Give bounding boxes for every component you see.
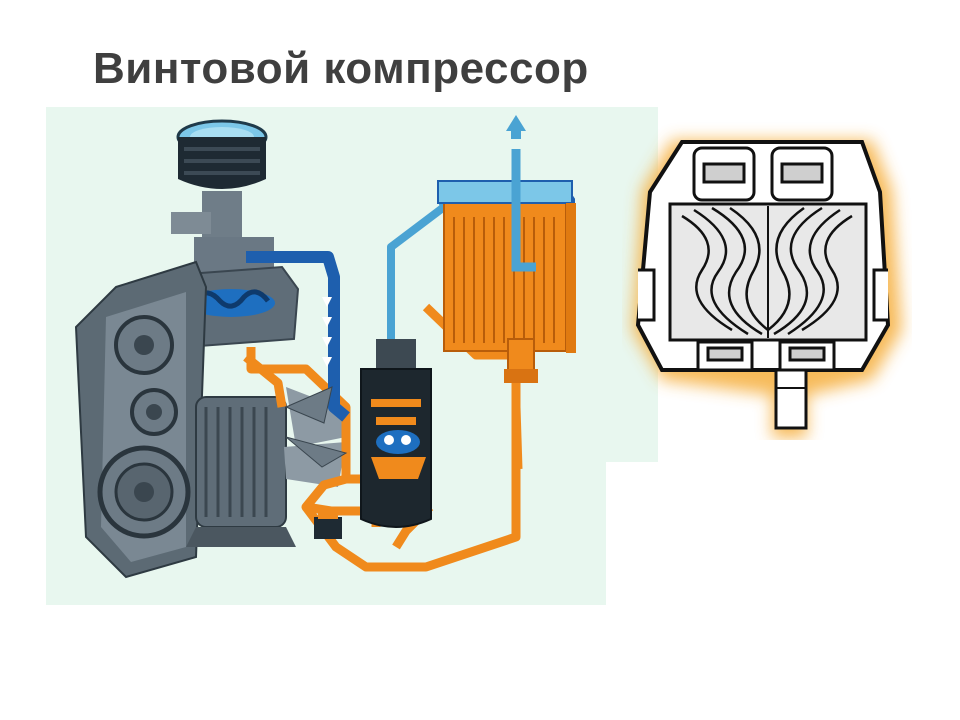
oil-separator-tank	[360, 339, 432, 528]
air-outlet	[506, 115, 536, 272]
oil-filter	[504, 338, 538, 383]
screw-rotor-cross-section	[632, 140, 902, 438]
compressed-air-line	[246, 251, 350, 422]
air-cooler-radiator	[437, 180, 576, 353]
slide-title: Винтовой компрессор	[93, 44, 589, 93]
oil-drain-valve	[314, 507, 342, 539]
cooling-fan	[284, 386, 348, 468]
outlet-arrow-icon	[506, 115, 526, 139]
air-filter	[171, 119, 268, 241]
airflow-arrows	[322, 297, 332, 367]
compressor-system-diagram	[46, 107, 658, 605]
belt-drive	[74, 260, 208, 579]
female-rotor	[767, 206, 853, 336]
male-rotor	[681, 206, 769, 336]
drive-shaft	[774, 368, 808, 430]
top-bearings	[692, 146, 834, 202]
